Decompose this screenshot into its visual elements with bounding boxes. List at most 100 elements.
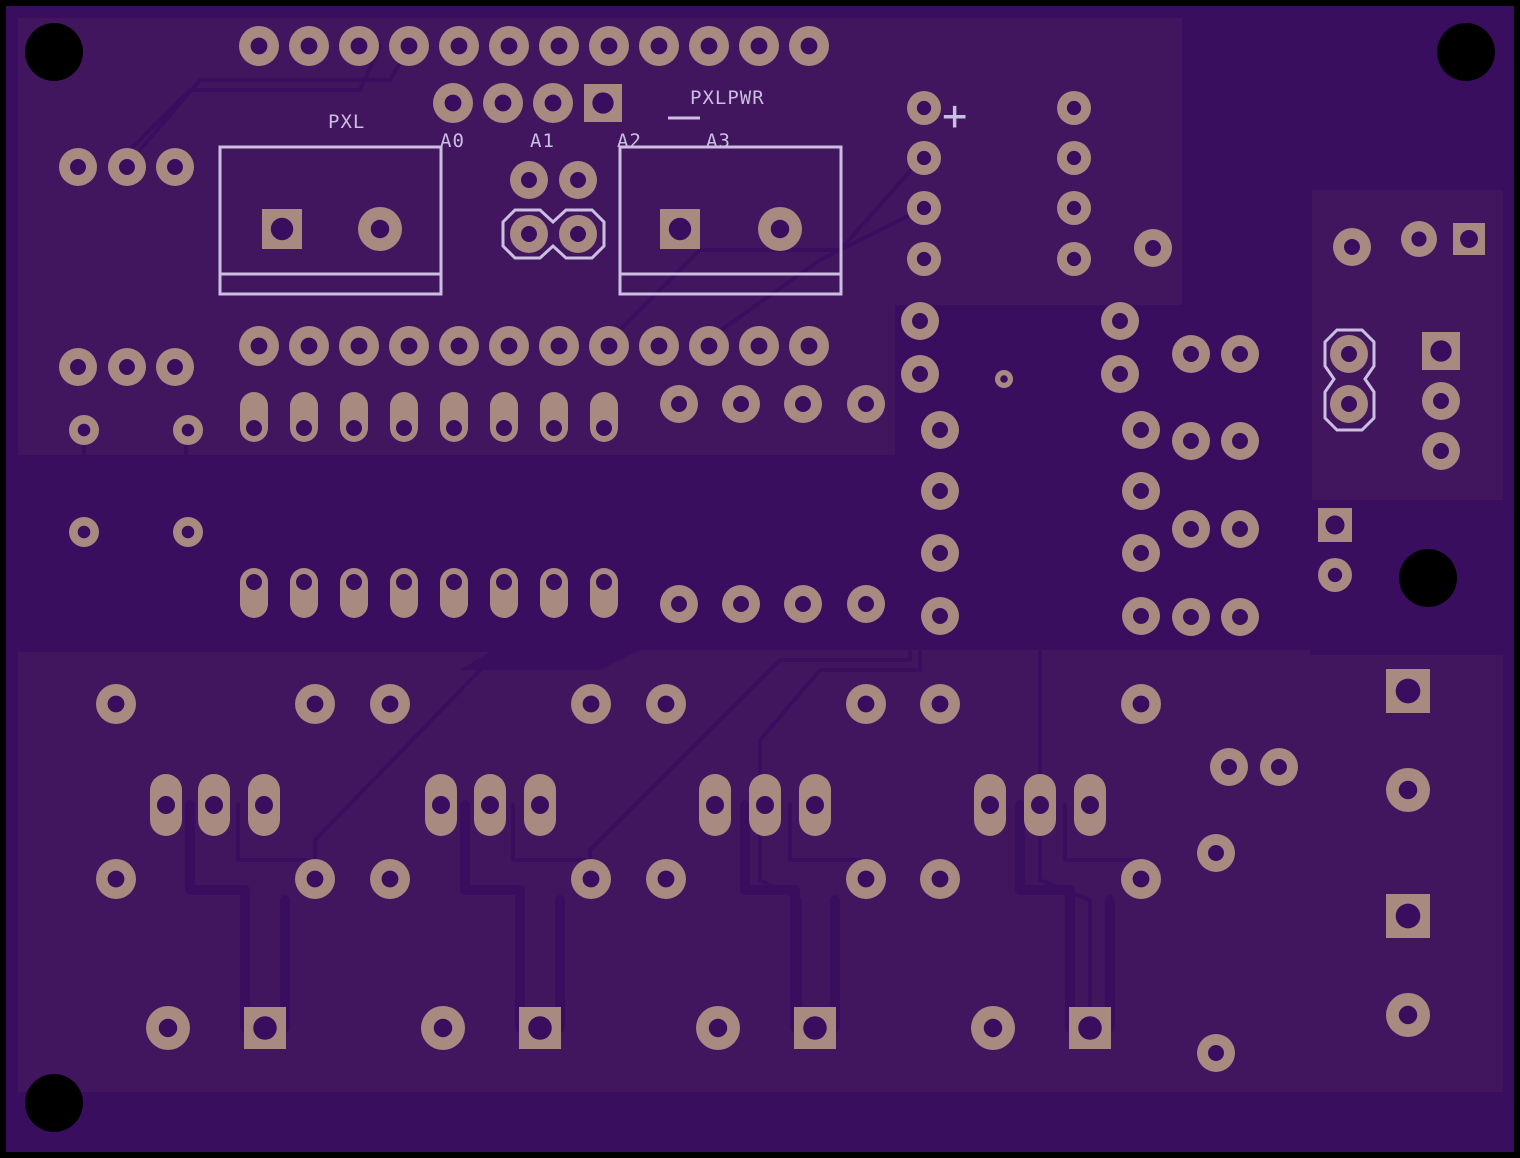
round-pad <box>921 534 959 572</box>
round-pad <box>59 148 97 186</box>
oval-pad <box>590 392 618 442</box>
copper-pour-right <box>1312 190 1503 500</box>
trace-wide <box>460 800 565 1033</box>
pad-group <box>59 26 1485 1072</box>
round-pad <box>846 859 886 899</box>
oval-pad <box>290 392 318 442</box>
round-pad <box>439 26 479 66</box>
oval-pad <box>198 774 230 836</box>
round-pad <box>559 215 597 253</box>
oval-pad <box>699 774 731 836</box>
a1-label: A1 <box>530 130 555 152</box>
mounting-hole <box>25 1074 83 1132</box>
round-pad <box>1330 335 1368 373</box>
trace <box>1063 803 1142 862</box>
oval-pad <box>749 774 781 836</box>
round-pad <box>722 385 760 423</box>
round-pad <box>421 1006 465 1050</box>
round-pad <box>995 370 1013 388</box>
round-pad <box>156 148 194 186</box>
oval-pad <box>490 392 518 442</box>
round-pad <box>483 83 523 123</box>
round-pad <box>1172 598 1210 636</box>
round-pad <box>907 91 941 125</box>
round-pad <box>739 26 779 66</box>
round-pad <box>1221 598 1259 636</box>
round-pad <box>1057 242 1091 276</box>
round-pad <box>1221 335 1259 373</box>
round-pad <box>589 26 629 66</box>
round-pad <box>1221 422 1259 460</box>
trace <box>511 803 587 862</box>
oval-pad <box>440 392 468 442</box>
oval-pad <box>340 568 368 618</box>
round-pad <box>389 326 429 366</box>
round-pad <box>1057 91 1091 125</box>
trace-wide <box>1015 800 1115 1033</box>
round-pad <box>489 326 529 366</box>
round-pad <box>660 385 698 423</box>
round-pad <box>1172 510 1210 548</box>
round-pad <box>689 26 729 66</box>
oval-pad <box>490 568 518 618</box>
round-pad <box>646 859 686 899</box>
square-pad <box>584 84 622 122</box>
pxlpwr-connector-outline <box>618 145 843 296</box>
square-pad <box>1386 669 1430 713</box>
round-pad <box>559 161 597 199</box>
round-pad <box>1122 597 1160 635</box>
round-pad <box>1122 472 1160 510</box>
trace <box>236 803 312 862</box>
round-pad <box>1210 748 1248 786</box>
round-pad <box>510 161 548 199</box>
square-pad <box>1453 223 1485 255</box>
round-pad <box>1172 335 1210 373</box>
trace-group <box>82 44 1142 1033</box>
round-pad <box>239 326 279 366</box>
round-pad <box>1122 411 1160 449</box>
round-pad <box>1330 385 1368 423</box>
round-pad <box>758 207 802 251</box>
round-pad <box>295 859 335 899</box>
jumper-outline <box>501 208 606 260</box>
square-pad <box>244 1007 286 1049</box>
round-pad <box>1121 684 1161 724</box>
round-pad <box>1101 302 1139 340</box>
round-pad <box>1101 355 1139 393</box>
oval-pad <box>425 774 457 836</box>
oval-pad <box>1024 774 1056 836</box>
trace-wide <box>185 800 290 1033</box>
round-pad <box>1197 1034 1235 1072</box>
round-pad <box>96 684 136 724</box>
oval-pad <box>390 568 418 618</box>
round-pad <box>1422 382 1460 420</box>
round-pad <box>339 326 379 366</box>
round-pad <box>901 302 939 340</box>
trace <box>118 44 382 162</box>
round-pad <box>1057 191 1091 225</box>
round-pad <box>901 355 939 393</box>
round-pad <box>1401 221 1437 257</box>
round-pad <box>639 26 679 66</box>
mounting-hole <box>25 23 83 81</box>
square-pad <box>262 209 302 249</box>
round-pad <box>921 411 959 449</box>
oval-pad <box>799 774 831 836</box>
round-pad <box>696 1006 740 1050</box>
round-pad <box>847 585 885 623</box>
trace <box>313 428 942 880</box>
pxl-label: PXL <box>328 111 365 133</box>
plus-polarity-label: + <box>942 91 968 140</box>
round-pad <box>589 326 629 366</box>
round-pad <box>689 326 729 366</box>
oval-pad <box>474 774 506 836</box>
round-pad <box>722 585 760 623</box>
round-pad <box>539 326 579 366</box>
round-pad <box>921 472 959 510</box>
round-pad <box>739 326 779 366</box>
round-pad <box>1422 432 1460 470</box>
round-pad <box>370 684 410 724</box>
oval-pad <box>150 774 182 836</box>
round-pad <box>971 1006 1015 1050</box>
